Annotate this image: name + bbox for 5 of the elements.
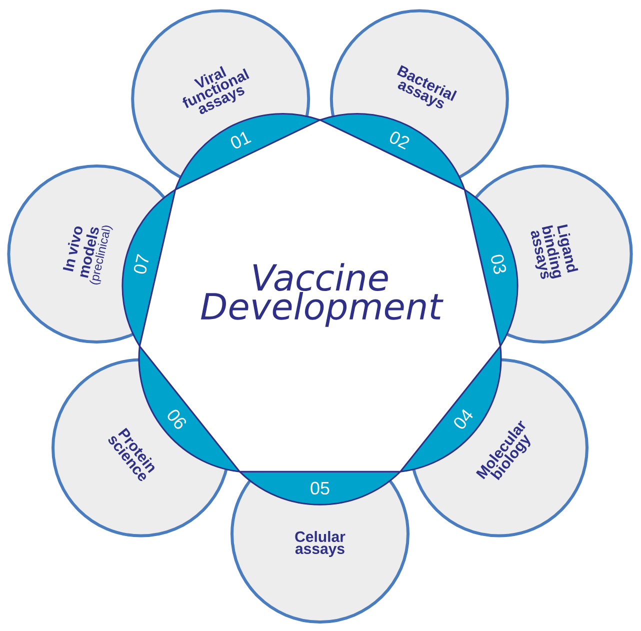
number-segment: 03: [464, 188, 518, 347]
number-segment: 02: [319, 113, 466, 190]
number-segment: 01: [174, 113, 321, 190]
number-segment: 07: [122, 188, 176, 347]
number-segment: 05: [238, 470, 402, 506]
